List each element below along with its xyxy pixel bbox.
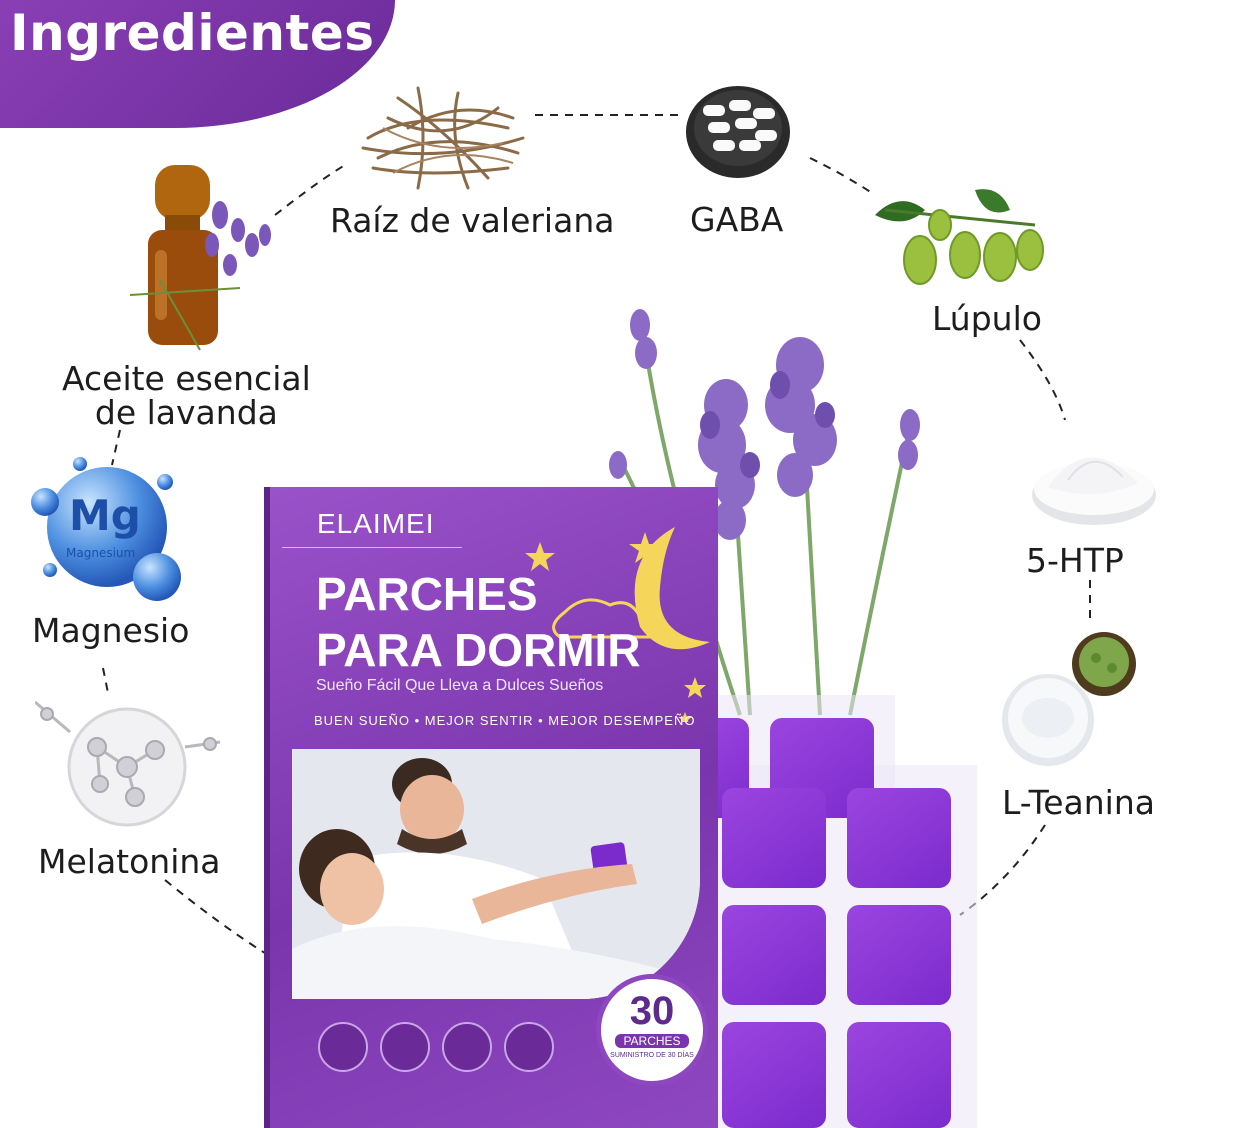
label-melatonin: Melatonina bbox=[38, 842, 221, 881]
feature-icon-leaf bbox=[318, 1022, 368, 1072]
product-title-line2: PARA DORMIR bbox=[316, 624, 641, 676]
patch bbox=[847, 1022, 951, 1128]
label-lavender: Aceite esencial de lavanda bbox=[62, 359, 311, 432]
molecule-icon bbox=[35, 700, 221, 827]
product-box: ELAIMEI PARCHES PARA DORMIR Sueño Fácil … bbox=[270, 487, 718, 1128]
label-magnesium: Magnesio bbox=[32, 611, 190, 650]
hops-icon bbox=[875, 189, 1044, 285]
product-subtitle: Sueño Fácil Que Lleva a Dulces Sueños bbox=[316, 677, 604, 694]
product-tags: BUEN SUEÑO • MEJOR SENTIR • MEJOR DESEMP… bbox=[314, 713, 696, 728]
brand-logo: ELAIMEI bbox=[317, 508, 435, 539]
patch bbox=[847, 905, 951, 1005]
amber-bottle-icon bbox=[129, 165, 271, 351]
sleeping-couple-illustration bbox=[292, 749, 700, 999]
patch bbox=[722, 788, 826, 888]
mg-symbol: Mg bbox=[69, 491, 141, 540]
patch bbox=[847, 788, 951, 888]
feature-icon-patch bbox=[442, 1022, 492, 1072]
moon-stars-icon bbox=[525, 527, 710, 722]
patch bbox=[722, 1022, 826, 1128]
powder-icon bbox=[1032, 457, 1156, 525]
magnesium-bubble-icon bbox=[31, 457, 181, 601]
label-gaba: GABA bbox=[690, 200, 784, 239]
mg-name: Magnesium bbox=[66, 546, 136, 560]
label-valerian: Raíz de valeriana bbox=[330, 201, 615, 240]
badge-unit: PARCHES bbox=[615, 1034, 689, 1048]
valerian-root-icon bbox=[361, 86, 525, 190]
product-title-line1: PARCHES bbox=[316, 568, 538, 620]
label-theanine: L-Teanina bbox=[1002, 783, 1155, 822]
label-hops: Lúpulo bbox=[932, 299, 1042, 338]
capsules-icon bbox=[686, 86, 790, 178]
label-5htp: 5-HTP bbox=[1026, 541, 1124, 580]
couple-sleeping-photo bbox=[292, 749, 700, 999]
badge-supply: SUMINISTRO DE 30 DÍAS bbox=[610, 1052, 694, 1059]
count-badge: 30 PARCHES SUMINISTRO DE 30 DÍAS bbox=[596, 974, 708, 1086]
feature-icon-moon bbox=[504, 1022, 554, 1072]
banner-title: Ingredientes bbox=[10, 4, 375, 62]
tea-powder-icon bbox=[1002, 632, 1136, 766]
header-banner: Ingredientes bbox=[0, 0, 395, 128]
feature-icon-arrows bbox=[380, 1022, 430, 1072]
brand-divider bbox=[282, 547, 462, 548]
patch bbox=[722, 905, 826, 1005]
badge-count: 30 bbox=[629, 989, 675, 1033]
